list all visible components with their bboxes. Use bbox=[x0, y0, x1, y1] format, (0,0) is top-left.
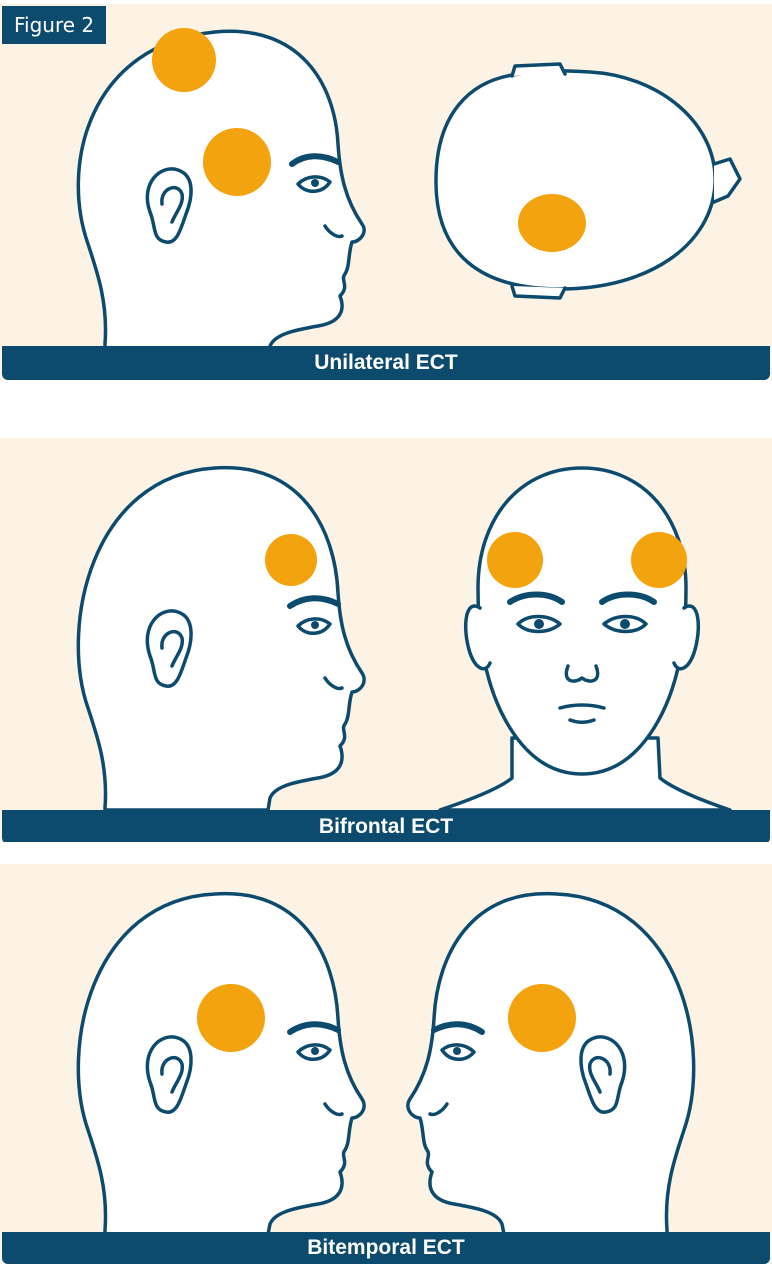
electrode-pad-icon bbox=[508, 984, 576, 1052]
panel-unilateral: Figure 2 Unilateral ECT bbox=[0, 4, 772, 380]
electrode-pad-icon bbox=[152, 28, 216, 92]
electrode-pad-icon bbox=[518, 194, 586, 252]
electrode-pad-icon bbox=[631, 532, 687, 588]
head-profile-icon bbox=[408, 894, 694, 1234]
head-profile-icon bbox=[78, 468, 364, 810]
electrode-pad-icon bbox=[265, 534, 317, 586]
panel-bifrontal: Bifrontal ECT bbox=[0, 438, 772, 842]
electrode-pad-icon bbox=[197, 984, 265, 1052]
panel-bitemporal: Bitemporal ECT bbox=[0, 864, 772, 1264]
head-profile-icon bbox=[78, 894, 364, 1234]
electrode-pad-icon bbox=[203, 128, 271, 196]
caption-bar-bifrontal: Bifrontal ECT bbox=[2, 810, 770, 842]
unilateral-illustration bbox=[0, 4, 772, 380]
caption-bar-unilateral: Unilateral ECT bbox=[2, 346, 770, 380]
bifrontal-illustration bbox=[0, 438, 772, 842]
head-profile-icon bbox=[78, 31, 364, 376]
head-front-icon bbox=[478, 468, 686, 774]
figure-label: Figure 2 bbox=[2, 6, 106, 44]
caption-bar-bitemporal: Bitemporal ECT bbox=[2, 1232, 770, 1264]
bitemporal-illustration bbox=[0, 864, 772, 1264]
electrode-pad-icon bbox=[487, 532, 543, 588]
head-top-view-icon bbox=[436, 71, 715, 289]
